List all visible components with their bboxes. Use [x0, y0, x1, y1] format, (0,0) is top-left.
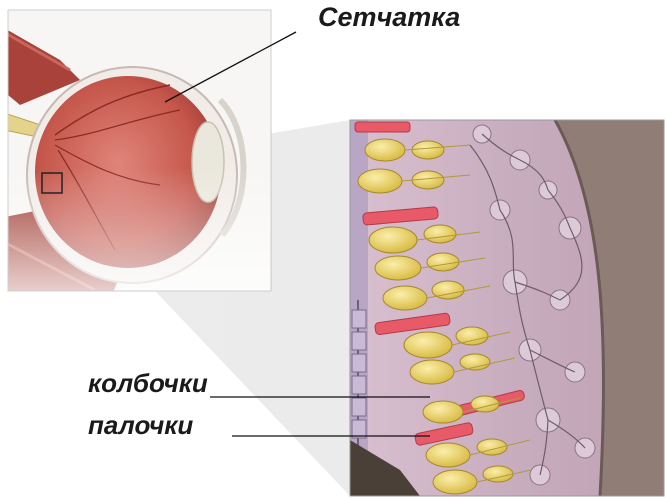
retina-label: Сетчатка [318, 2, 460, 33]
cones-label: колбочки [88, 368, 208, 399]
retina-detail [350, 120, 664, 496]
eye-inset [0, 10, 271, 300]
rods-label: палочки [88, 410, 193, 441]
